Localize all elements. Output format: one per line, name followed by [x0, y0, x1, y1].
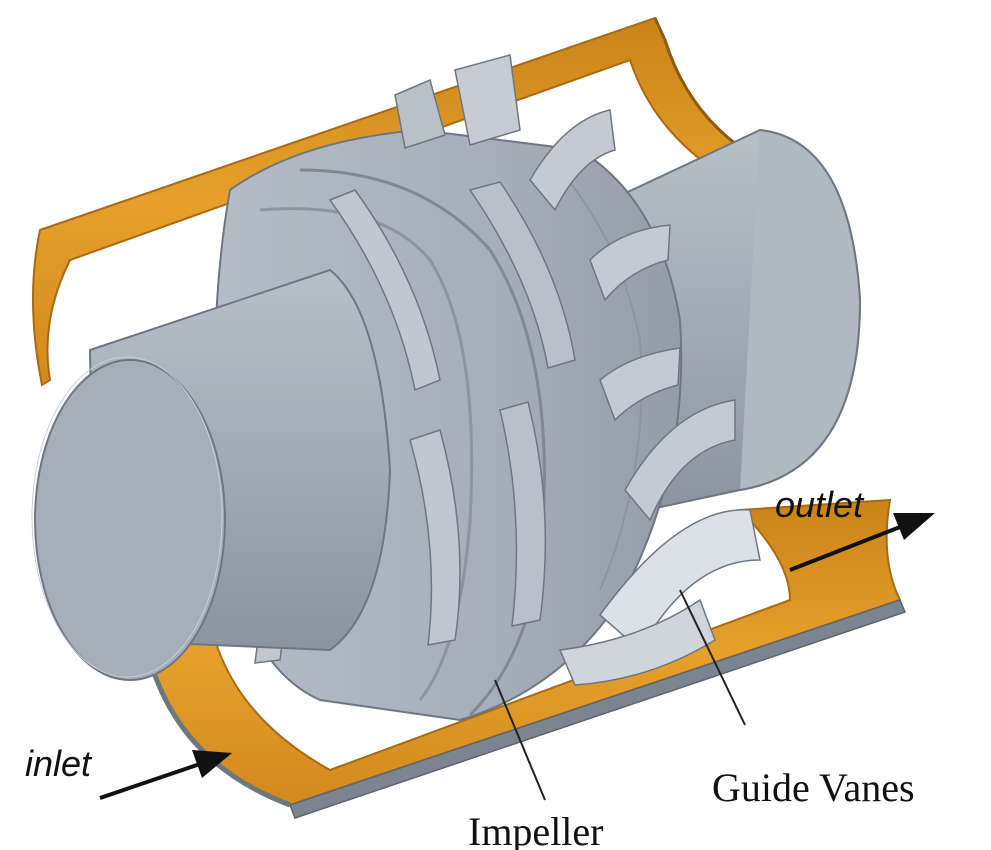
outlet-arrow [789, 513, 935, 572]
impeller-leader-line [494, 679, 546, 801]
outlet-label: outlet [775, 484, 865, 525]
inlet-label: inlet [25, 743, 93, 784]
guide-vanes-leader-line [679, 589, 746, 726]
guide-vanes-label: Guide Vanes [712, 765, 915, 810]
inlet-arrow [99, 750, 232, 800]
guide-vanes [394, 54, 761, 686]
inlet-shaft [31, 268, 392, 681]
casing-front [142, 498, 907, 819]
impeller-label: Impeller [468, 809, 604, 850]
